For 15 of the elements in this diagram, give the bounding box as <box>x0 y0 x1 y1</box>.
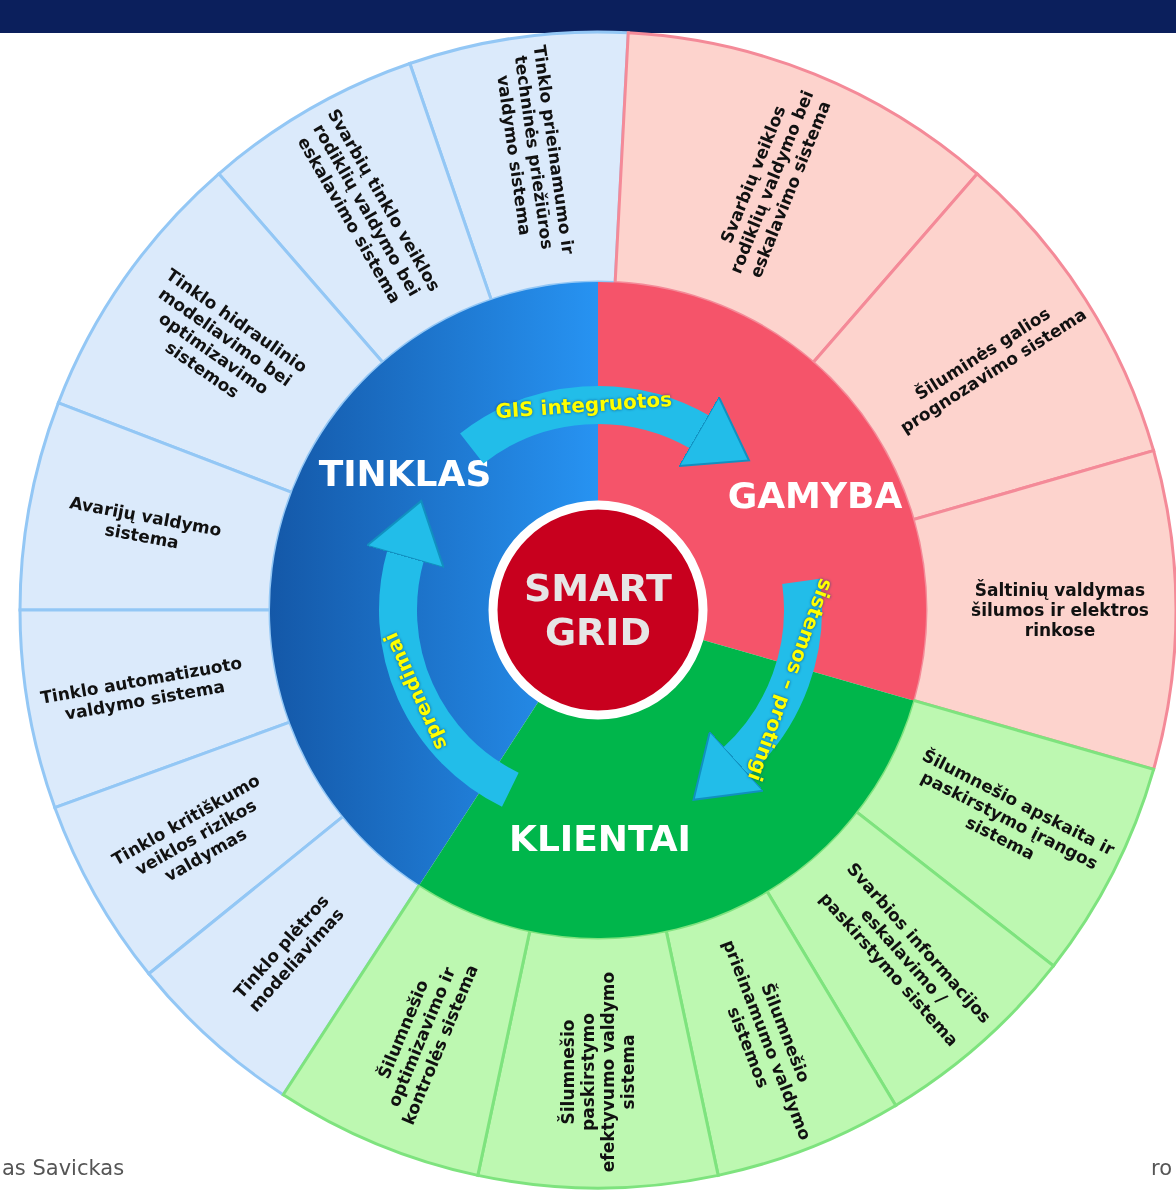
sector-title: KLIENTAI <box>509 817 691 859</box>
footer-text: ro <box>1150 1156 1172 1180</box>
curved-arrow <box>460 386 752 469</box>
ring-segment <box>18 401 294 612</box>
sector-title: TINKLAS <box>318 452 492 494</box>
center-circle <box>488 500 708 720</box>
footer-text: as Savickas <box>2 1156 125 1180</box>
segment-label: Šaltinių valdymas šilumos ir elektros rinkose <box>970 580 1150 640</box>
sector-title: GAMYBA <box>727 474 903 516</box>
segment-label: Avarijų valdymo sistema <box>66 491 225 555</box>
edge-label: GIS integruotos <box>494 387 673 424</box>
segment-label: Šilumnešio paskirstymo efektyvumo valdymo sistema <box>558 970 638 1175</box>
curved-arrow <box>694 579 822 804</box>
ring-segment <box>476 929 720 1190</box>
center-title: SMART GRID <box>522 566 674 654</box>
